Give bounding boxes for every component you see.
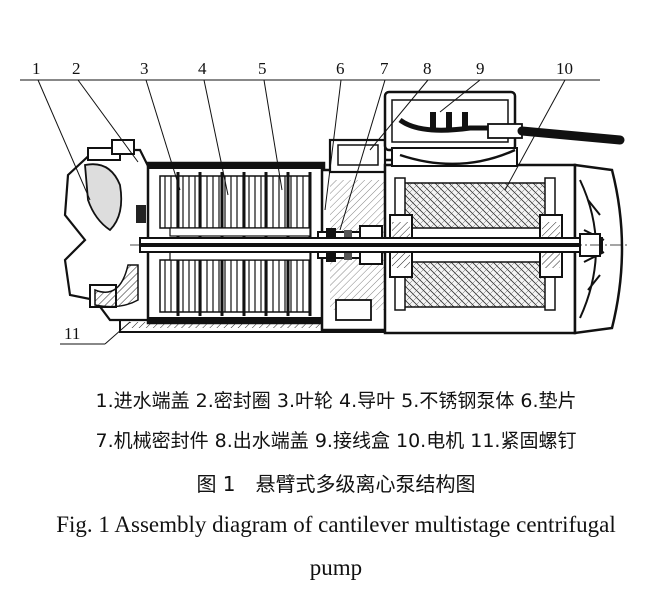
legend-line-2: 7.机械密封件 8.出水端盖 9.接线盒 10.电机 11.紧固螺钉 xyxy=(95,430,577,452)
callout-6: 6 xyxy=(336,59,345,78)
callout-1: 1 xyxy=(32,59,41,78)
inlet-end-cover xyxy=(63,139,152,322)
legend-line-1: 1.进水端盖 2.密封圈 3.叶轮 4.导叶 5.不锈钢泵体 6.垫片 xyxy=(95,390,577,412)
leader-lines xyxy=(20,79,600,345)
junction-box xyxy=(383,90,625,167)
pump-shaft xyxy=(130,233,630,257)
callout-10: 10 xyxy=(556,59,573,78)
callout-8: 8 xyxy=(423,59,432,78)
pump-assembly-drawing: 1 2 3 4 5 6 7 8 9 10 11 xyxy=(20,59,630,345)
callout-numbers: 1 2 3 4 5 6 7 8 9 10 11 xyxy=(32,59,573,343)
callout-11: 11 xyxy=(64,324,80,343)
callout-9: 9 xyxy=(476,59,485,78)
callout-5: 5 xyxy=(258,59,267,78)
callout-3: 3 xyxy=(140,59,149,78)
callout-7: 7 xyxy=(380,59,389,78)
callout-4: 4 xyxy=(198,59,207,78)
figure-caption-zh: 图 1 悬臂式多级离心泵结构图 xyxy=(196,472,476,496)
figure-caption-en-line2: pump xyxy=(309,555,363,580)
callout-2: 2 xyxy=(72,59,81,78)
figure-caption-en-line1: Fig. 1 Assembly diagram of cantilever mu… xyxy=(56,512,616,537)
